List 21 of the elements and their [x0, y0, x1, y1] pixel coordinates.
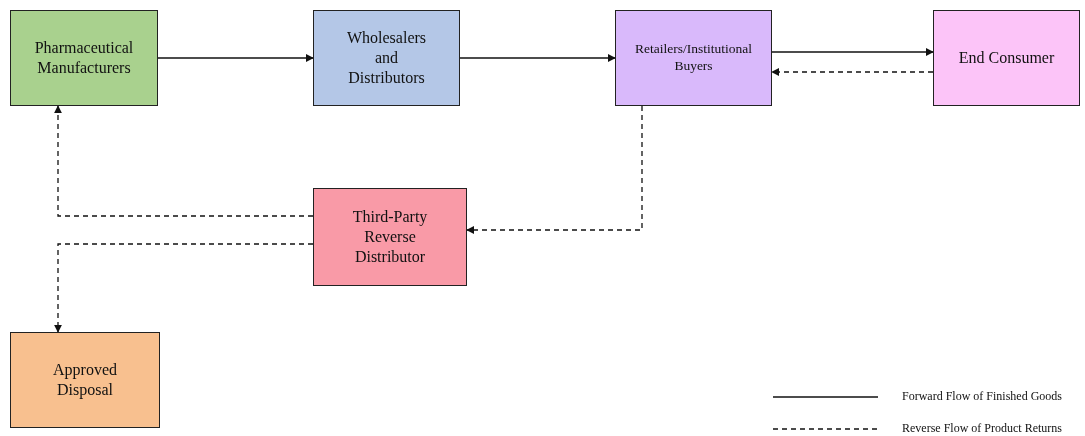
process-box: [313, 188, 467, 286]
legend-label: Forward Flow of Finished Goods: [902, 389, 1062, 404]
box-label: Retailers/Institutional Buyers: [634, 41, 753, 75]
dashed-arrow: [54, 105, 314, 217]
process-box: [10, 332, 160, 428]
process-box: [933, 10, 1080, 106]
legend-label: Reverse Flow of Product Returns: [902, 421, 1062, 436]
box-label: Wholesalers and Distributors: [345, 28, 428, 88]
dashed-arrow: [466, 105, 643, 234]
process-box: [313, 10, 460, 106]
box-label: Approved Disposal: [52, 360, 118, 400]
arrow: [771, 48, 934, 56]
arrow: [157, 54, 314, 62]
box-label: Pharmaceutical Manufacturers: [33, 38, 135, 78]
box-label: End Consumer: [958, 48, 1055, 68]
arrow: [459, 54, 616, 62]
dashed-arrow: [54, 243, 314, 333]
process-box: [615, 10, 772, 106]
box-label: Third-Party Reverse Distributor: [351, 207, 429, 267]
process-box: [10, 10, 158, 106]
dashed-arrow: [771, 68, 934, 76]
